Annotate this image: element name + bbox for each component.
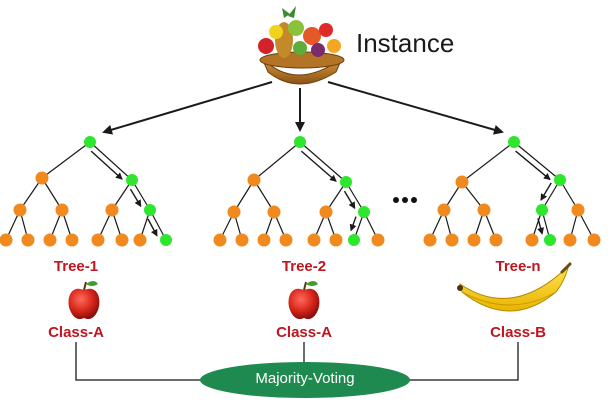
tree-node (587, 233, 601, 247)
tree-node (319, 205, 333, 219)
tree-edge (299, 141, 347, 183)
trees-layer (0, 136, 601, 247)
class-label-2: Class-A (276, 324, 332, 341)
tree-node (329, 233, 343, 247)
instance-label: Instance (356, 28, 455, 58)
tree-node (445, 233, 459, 247)
ellipsis-dot (402, 197, 408, 203)
path-node (126, 174, 138, 186)
path-arrow (90, 150, 123, 180)
instance-arrow-tree-1 (102, 81, 273, 135)
tree-label-1: Tree-1 (53, 258, 99, 275)
tree-node (437, 203, 451, 217)
apple-icon (68, 281, 100, 320)
path-arrow (147, 218, 158, 237)
tree-node (477, 203, 491, 217)
tree-edge (89, 141, 133, 181)
ellipsis-dots (393, 197, 417, 203)
path-arrow (537, 218, 544, 235)
path-node (294, 136, 306, 148)
path-arrow (540, 182, 552, 201)
tree-node (21, 233, 35, 247)
class-label-n: Class-B (490, 324, 546, 341)
instance-arrow-tree-n (327, 81, 504, 135)
fruit-basket-icon (258, 6, 345, 85)
tree-edge (513, 141, 561, 181)
path-node (160, 234, 172, 246)
tree-node (467, 233, 481, 247)
tree-label-n: Tree-n (495, 258, 541, 275)
tree-node (371, 233, 385, 247)
tree-node (267, 205, 281, 219)
path-arrow (129, 188, 142, 208)
tree-node (213, 233, 227, 247)
tree-node (455, 175, 469, 189)
tree-node (105, 203, 119, 217)
tree-node (489, 233, 503, 247)
banana-icon (457, 262, 572, 312)
apple-icon (288, 281, 320, 320)
tree-node (133, 233, 147, 247)
tree-node (525, 233, 539, 247)
path-node (358, 206, 370, 218)
majority-voting-ellipse (200, 362, 410, 398)
tree-node (279, 233, 293, 247)
path-node (144, 204, 156, 216)
path-arrow (343, 190, 356, 210)
path-arrow (515, 150, 551, 181)
ellipsis-dot (393, 197, 399, 203)
tree-node (65, 233, 79, 247)
tree-label-2: Tree-2 (281, 258, 327, 275)
path-arrow (349, 216, 357, 232)
tree-node (423, 233, 437, 247)
tree-node (13, 203, 27, 217)
path-arrow (300, 150, 337, 182)
tree-node (0, 233, 13, 247)
path-node (536, 204, 548, 216)
class-label-1: Class-A (48, 324, 104, 341)
tree-edge (461, 141, 515, 183)
ellipsis-dot (411, 197, 417, 203)
instance-arrows (102, 81, 504, 135)
path-node (84, 136, 96, 148)
tree-node (257, 233, 271, 247)
tree-node (307, 233, 321, 247)
tree-node (35, 171, 49, 185)
majority-voting-label: Majority-Voting (255, 370, 355, 387)
tree-node (227, 205, 241, 219)
tree-node (247, 173, 261, 187)
decision-tree-3 (423, 136, 601, 247)
connector-tree-n (405, 342, 519, 381)
path-node (554, 174, 566, 186)
path-node (508, 136, 520, 148)
decision-tree-1 (0, 136, 172, 247)
tree-node (235, 233, 249, 247)
tree-node (91, 233, 105, 247)
connector-tree-1 (75, 342, 205, 381)
path-node (348, 234, 360, 246)
tree-node (43, 233, 57, 247)
decision-tree-2 (213, 136, 385, 247)
path-node (544, 234, 556, 246)
tree-node (563, 233, 577, 247)
path-node (340, 176, 352, 188)
tree-edge (41, 141, 91, 179)
tree-node (115, 233, 129, 247)
tree-node (55, 203, 69, 217)
voting-connectors (75, 342, 519, 381)
tree-edge (253, 141, 301, 181)
tree-node (571, 203, 585, 217)
